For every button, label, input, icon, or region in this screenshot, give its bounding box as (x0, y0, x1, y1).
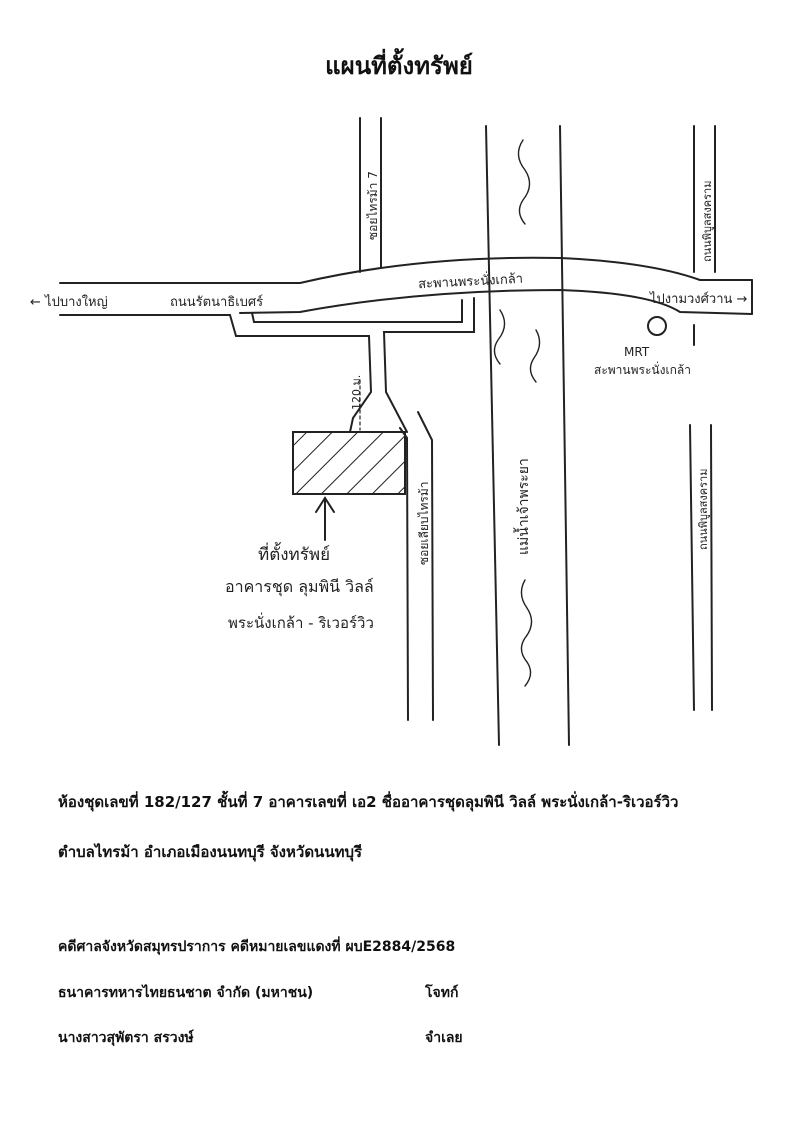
road-west-label: ← ไปบางใหญ่ (30, 294, 108, 310)
soi-south-label: ซอยเลียบไทรม้า (417, 481, 431, 565)
soi-north-label: ซอยไทรม้า 7 (366, 171, 380, 240)
property-address-line1: ห้องชุดเลขที่ 182/127 ชั้นที่ 7 อาคารเลข… (58, 793, 679, 811)
location-map: ซอยไทรม้า 7 ← ไปบางใหญ่ ถนนรัตนาธิเบศร์ … (30, 117, 753, 746)
property-block (292, 431, 406, 495)
bridge-label: สะพานพระนั่งเกล้า (418, 270, 524, 292)
road-name-label: ถนนรัตนาธิเบศร์ (170, 294, 263, 310)
mrt-station-label: สะพานพระนั่งเกล้า (594, 361, 691, 377)
river-label: แม่น้ำเจ้าพระยา (513, 458, 532, 555)
main-road-bottom-edge (59, 288, 753, 316)
plaintiff-name: ธนาคารทหารไทยธนชาต จำกัด (มหาชน) (58, 985, 314, 1001)
page-title: แผนที่ตั้งทรัพย์ (325, 52, 473, 80)
mrt-station-marker (647, 316, 667, 336)
court-case: คดีศาลจังหวัดสมุทรปราการ คดีหมายเลขแดงที… (58, 939, 456, 955)
building-name-label: อาคารชุด ลุมพินี วิลล์ (225, 577, 374, 597)
road-east-label: ไปงามวงศ์วาน → (649, 291, 748, 307)
plaintiff-role: โจทก์ (425, 985, 459, 1001)
river-east-bank (559, 125, 570, 746)
building-sub-label: พระนั่งเกล้า - ริเวอร์วิว (228, 612, 374, 632)
road-ne-label: ถนนพิบูลสงคราม (701, 181, 714, 262)
defendant-role: จำเลย (425, 1030, 463, 1046)
location-label: ที่ตั้งทรัพย์ (258, 542, 330, 565)
road-se-label: ถนนพิบูลสงคราม (697, 469, 710, 550)
soi-south-right (417, 411, 434, 721)
distance-label: 120 ม. (350, 375, 363, 410)
main-road-top-edge (59, 256, 753, 284)
defendant-name: นางสาวสุพัตรา สรวงษ์ (58, 1030, 194, 1046)
property-address-line2: ตำบลไทรม้า อำเภอเมืองนนทบุรี จังหวัดนนทบ… (58, 843, 363, 861)
river-west-bank (485, 125, 500, 746)
mrt-label: MRT (624, 345, 650, 359)
